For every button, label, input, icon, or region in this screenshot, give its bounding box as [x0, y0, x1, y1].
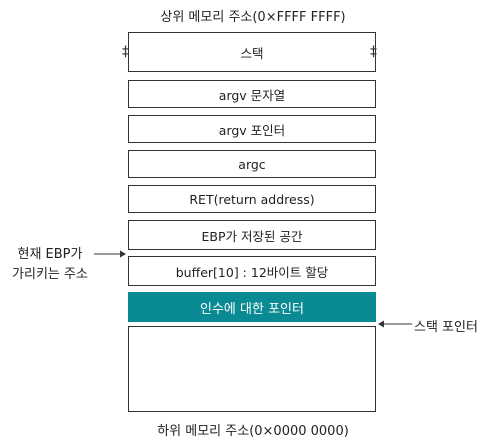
argv-string-block: argv 문자열: [128, 80, 376, 108]
arg-pointer-block: 인수에 대한 포인터: [128, 292, 376, 322]
current-ebp-line1: 현재 EBP가: [17, 247, 83, 262]
top-memory-address-label: 상위 메모리 주소(0×FFFF FFFF): [160, 10, 346, 25]
left-break-mark: ‡: [122, 44, 129, 60]
empty-block: [128, 326, 376, 412]
stack-pointer-annotation: 스택 포인터: [414, 320, 478, 335]
arg-pointer-label: 인수에 대한 포인터: [200, 301, 304, 317]
argc-block: argc: [128, 150, 376, 178]
current-ebp-annotation: 현재 EBP가 가리키는 주소: [4, 245, 96, 285]
current-ebp-arrow-head: [120, 250, 126, 258]
ret-block: RET(return address): [128, 185, 376, 213]
stack-block-label: 스택: [240, 45, 264, 61]
buffer-block: buffer[10] : 12바이트 할당: [128, 256, 376, 286]
current-ebp-line2: 가리키는 주소: [12, 267, 88, 282]
bottom-memory-address-label: 하위 메모리 주소(0×0000 0000): [157, 424, 349, 439]
argv-pointer-block: argv 포인터: [128, 115, 376, 143]
right-break-mark: ‡: [370, 44, 377, 60]
ret-label: RET(return address): [189, 191, 315, 207]
argv-string-label: argv 문자열: [218, 87, 286, 103]
argc-label: argc: [238, 156, 266, 172]
stack-pointer-arrow-head: [378, 320, 384, 328]
buffer-label: buffer[10] : 12바이트 할당: [175, 264, 329, 280]
current-ebp-arrow: [94, 250, 126, 258]
argv-pointer-label: argv 포인터: [218, 122, 286, 138]
stack-block: 스택: [128, 32, 376, 72]
stack-pointer-arrow: [378, 320, 412, 328]
saved-ebp-block: EBP가 저장된 공간: [128, 220, 376, 250]
saved-ebp-label: EBP가 저장된 공간: [201, 228, 303, 244]
